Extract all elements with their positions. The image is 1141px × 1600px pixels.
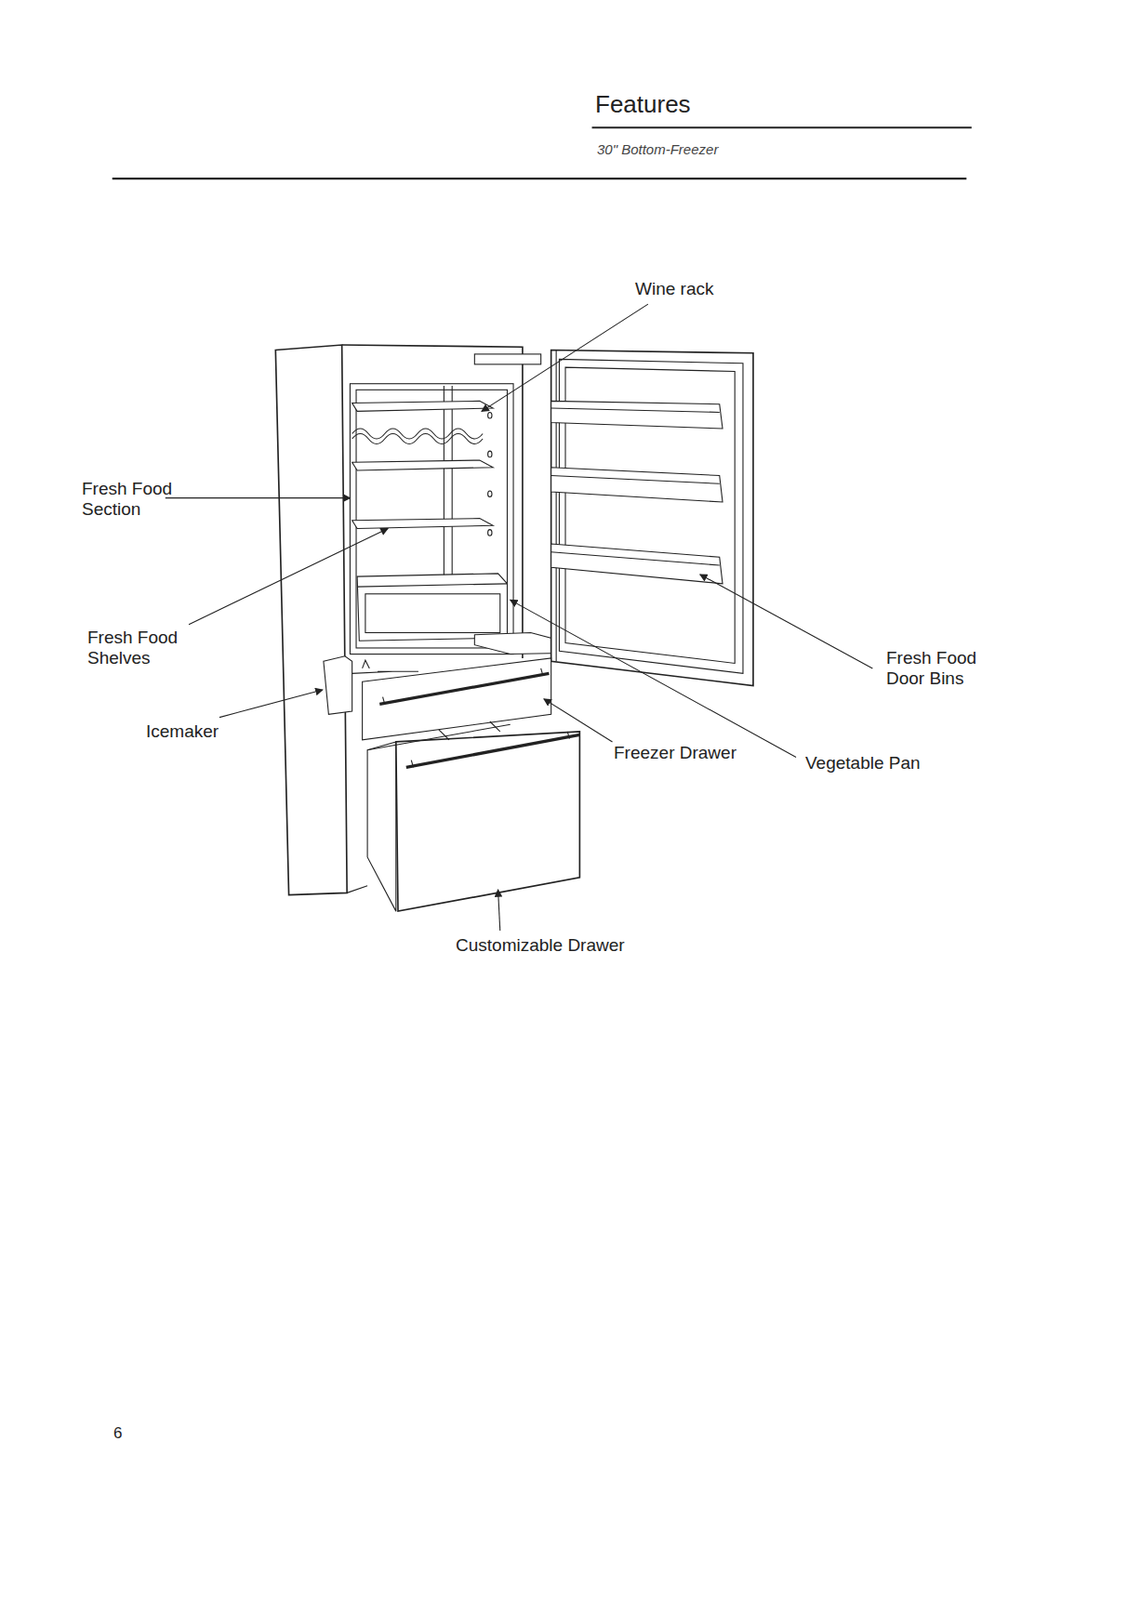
part-label: Fresh Food Shelves (87, 627, 190, 669)
subtitle: 30" Bottom-Freezer (597, 141, 718, 158)
part-label: Freezer Drawer (613, 742, 737, 764)
part-label: Vegetable Pan (805, 753, 921, 774)
part-label: Icemaker (145, 721, 219, 743)
page-title: Features (595, 91, 691, 120)
page-number: 6 (113, 1424, 122, 1444)
part-label: Fresh Food Section (81, 478, 185, 520)
part-label: Wine rack (635, 278, 714, 300)
part-label: Fresh Food Door Bins (886, 648, 989, 690)
part-label: Customizable Drawer (455, 935, 625, 956)
